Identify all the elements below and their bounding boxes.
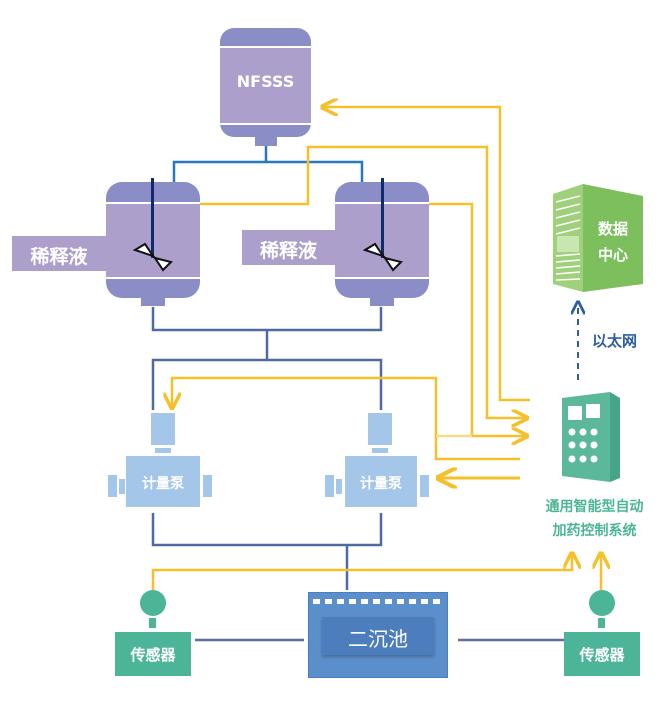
nfsss-tank: NFSSS <box>220 28 311 146</box>
dilution-label-left-box: 稀释液 <box>12 236 106 271</box>
sensor-right: 传感器 <box>564 590 640 677</box>
data-center: 数据 中心 <box>553 184 643 292</box>
agitator-icon <box>133 242 173 272</box>
dilution-tank-left <box>106 178 200 306</box>
pump-left-label: 计量泵 <box>142 476 184 492</box>
metering-pump-left: 计量泵 <box>106 413 216 508</box>
metering-pump-right: 计量泵 <box>323 413 433 508</box>
pump-outlet-pipe <box>151 513 383 590</box>
control-cabinet <box>562 392 622 482</box>
control-system-label-line2: 加药控制系统 <box>552 523 637 539</box>
control-system-label-line1: 通用智能型自动 <box>545 499 644 515</box>
control-cabinet-icon <box>562 392 620 482</box>
tank-outlet-pipe <box>151 307 383 410</box>
dilution-tank-right <box>335 178 429 306</box>
dilution-label-right: 稀释液 <box>259 240 317 262</box>
dilution-label-left: 稀释液 <box>30 246 88 268</box>
sensor-probe-icon <box>589 590 615 616</box>
signal-lines <box>151 107 601 590</box>
nfsss-label: NFSSS <box>236 72 295 91</box>
pump-right-label: 计量泵 <box>360 476 402 492</box>
agitator-icon <box>363 242 403 272</box>
clarifier-label: 二沉池 <box>348 627 408 651</box>
data-center-label-line2: 中心 <box>597 246 628 264</box>
agitator-shaft <box>151 178 154 258</box>
nfsss-feed-pipe <box>172 145 364 184</box>
agitator-shaft <box>381 178 384 258</box>
data-center-label-line1: 数据 <box>597 220 628 238</box>
secondary-clarifier: 二沉池 <box>308 592 448 678</box>
sensor-left-label: 传感器 <box>130 646 176 664</box>
ethernet-label: 以太网 <box>592 332 638 350</box>
server-rack-icon <box>553 184 643 292</box>
sensor-right-label: 传感器 <box>579 646 625 664</box>
sensor-left: 传感器 <box>115 590 191 677</box>
sensor-probe-icon <box>140 590 166 616</box>
dilution-label-right-box: 稀释液 <box>242 230 335 265</box>
clarifier-top-edge <box>313 599 445 604</box>
